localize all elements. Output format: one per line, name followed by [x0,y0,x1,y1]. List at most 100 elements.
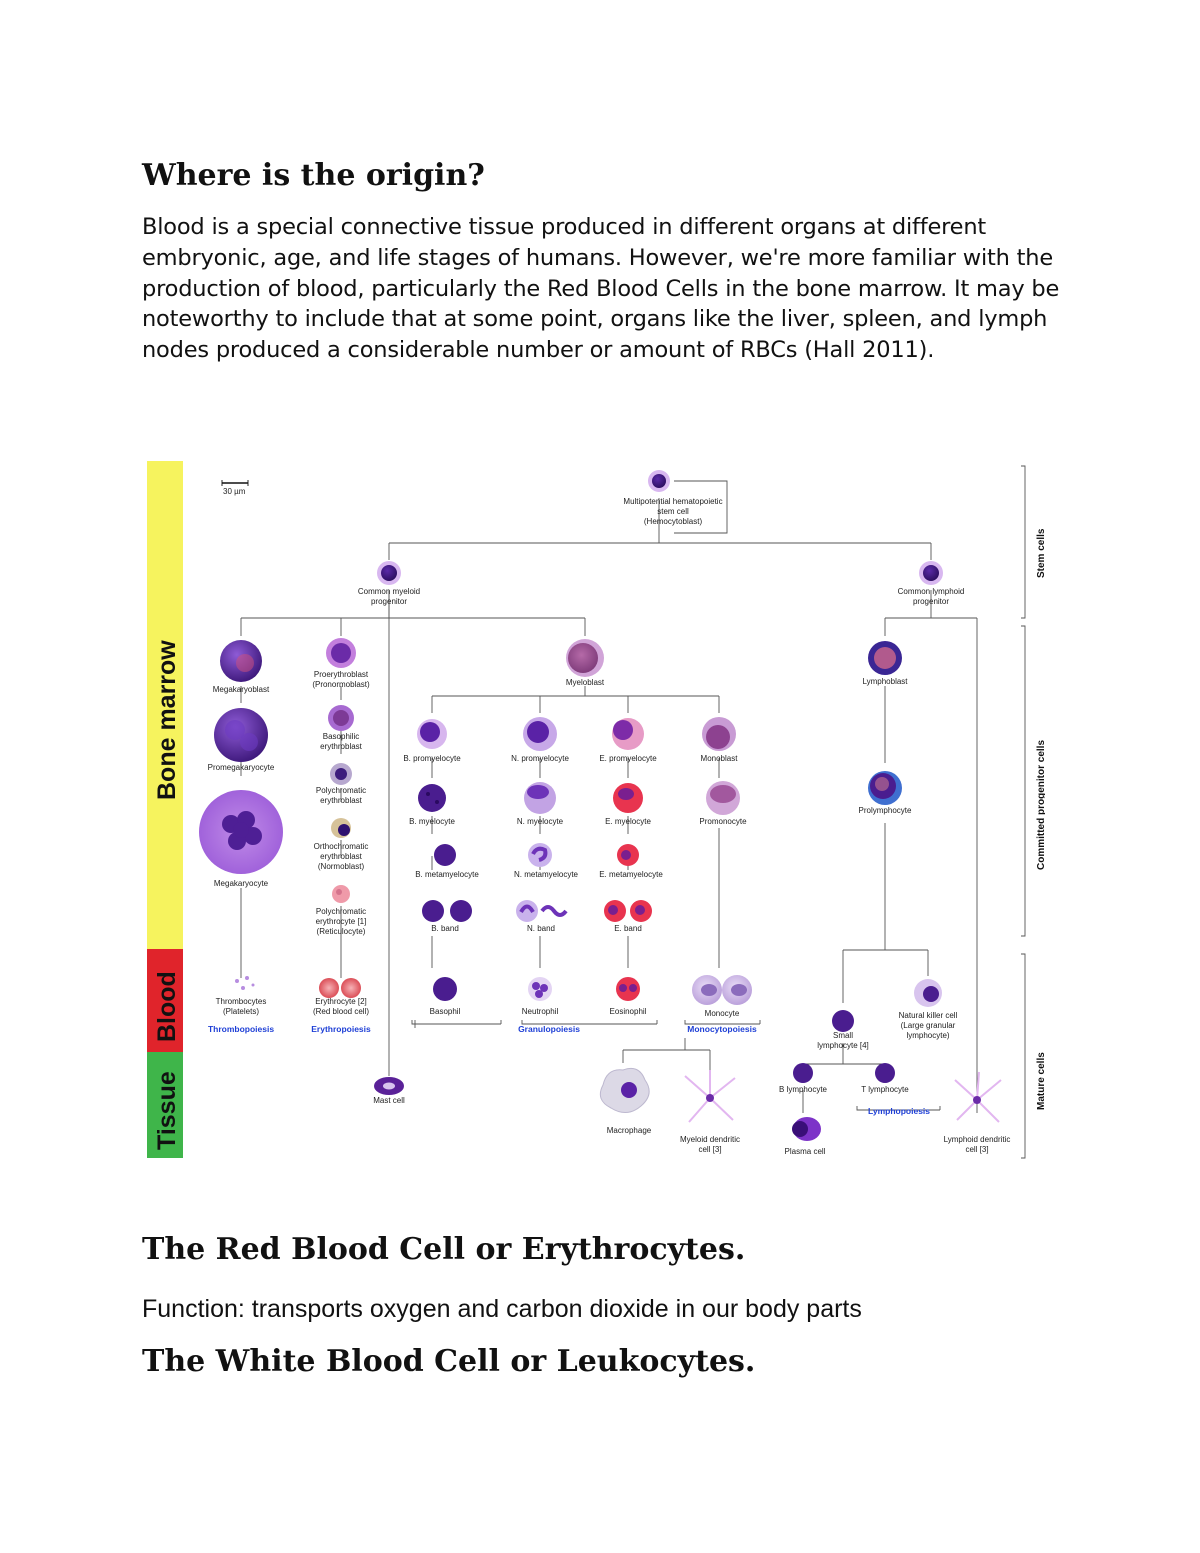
megakaryocyte: Megakaryocyte [199,790,283,888]
b-promyelocyte: B. promyelocyte [403,719,461,763]
basophilic-label-2: erythroblast [320,742,363,751]
band-tissue [147,1052,183,1158]
e-band-label: E. band [614,924,642,933]
plasma-cell: Plasma cell [785,1117,826,1156]
lymphoid-dendritic-cell: Lymphoid dendritic cell [3] [944,1071,1011,1154]
granulopoiesis-label: Granulopoiesis [518,1024,580,1034]
mast-cell: Mast cell [373,1077,405,1105]
heading-origin: Where is the origin? [142,158,485,193]
monoblast: Monoblast [701,717,739,763]
myeloid-label-2: progenitor [371,597,407,606]
orthochromatic-label-1: Orthochromatic [314,842,369,851]
megakaryoblast: Megakaryoblast [213,640,270,694]
prolymphocyte: Prolymphocyte [859,771,912,815]
mast-cell-label: Mast cell [373,1096,405,1105]
reticulocyte-label-3: (Reticulocyte) [317,927,366,936]
monocytes: Monocyte [692,975,752,1018]
e-promyelocyte-label: E. promyelocyte [599,754,657,763]
connectors [240,480,978,1113]
eosinophil: Eosinophil [610,977,647,1016]
lymphoblast-label: Lymphoblast [862,677,908,686]
side-brackets: Stem cells Committed progenitor cells Ma… [1021,465,1045,1159]
n-band-label: N. band [527,924,555,933]
erythrocyte-label-2: (Red blood cell) [313,1007,369,1016]
basophilic-label-1: Basophilic [323,732,359,741]
heading-white-blood-cell: The White Blood Cell or Leukocytes. [142,1344,756,1379]
b-myelocyte: B. myelocyte [409,784,455,826]
label-committed-progenitor-cells: Committed progenitor cells [1036,740,1045,870]
thrombocytes: Thrombocytes (Platelets) [216,976,267,1016]
scale-bar: 30 µm [221,480,249,496]
n-myelocyte-label: N. myelocyte [517,817,564,826]
b-lymphocyte-label: B lymphocyte [779,1085,828,1094]
basophil-label: Basophil [430,1007,461,1016]
lymphoid-dendritic-label-2: cell [3] [965,1145,988,1154]
basophil: Basophil [430,977,461,1016]
b-band: B. band [422,900,472,933]
monocytopoiesis-label: Monocytopoiesis [687,1024,757,1034]
natural-killer-cell: Natural killer cell (Large granular lymp… [899,979,958,1040]
eosinophil-label: Eosinophil [610,1007,647,1016]
thrombopoiesis-label: Thrombopoiesis [208,1024,274,1034]
plasma-cell-label: Plasma cell [785,1147,826,1156]
erythrocyte-label-1: Erythrocyte [2] [315,997,367,1006]
proerythroblast: Proerythroblast (Pronormoblast) [312,638,370,689]
e-myelocyte-label: E. myelocyte [605,817,651,826]
b-band-label: B. band [431,924,459,933]
small-lymphocyte-label-2: lymphocyte [4] [817,1041,869,1050]
promonocyte-label: Promonocyte [699,817,747,826]
myeloid-dendritic-cell: Myeloid dendritic cell [3] [680,1070,740,1154]
nk-label-3: lymphocyte) [906,1031,949,1040]
n-metamyelocyte: N. metamyelocyte [514,843,579,879]
stem-cell-label-1: Multipotential hematopoietic [623,497,722,506]
nk-label-2: (Large granular [901,1021,956,1030]
label-stem-cells: Stem cells [1036,528,1045,578]
b-myelocyte-label: B. myelocyte [409,817,455,826]
lymphopoiesis-label: Lymphopoiesis [868,1106,930,1116]
region-bands: Bone marrow Blood Tissue [147,461,183,1158]
basophilic-erythroblast: Basophilic erythroblast [320,705,363,751]
n-myelocyte: N. myelocyte [517,782,564,826]
nk-label-1: Natural killer cell [899,1011,958,1020]
promegakaryocyte-label: Promegakaryocyte [208,763,275,772]
orthochromatic-label-3: (Normoblast) [318,862,365,871]
b-lymphocyte: B lymphocyte [779,1063,828,1094]
band-blood [147,949,183,1052]
neutrophil-label: Neutrophil [522,1007,559,1016]
n-metamyelocyte-label: N. metamyelocyte [514,870,579,879]
lymphoblast: Lymphoblast [862,641,908,686]
t-lymphocyte-label: T lymphocyte [861,1085,909,1094]
rbc-function-text: Function: transports oxygen and carbon d… [142,1295,862,1323]
b-promyelocyte-label: B. promyelocyte [403,754,461,763]
common-myeloid-progenitor: Common myeloid progenitor [358,561,420,606]
b-metamyelocyte: B. metamyelocyte [415,844,479,879]
small-lymphocyte-label-1: Small [833,1031,853,1040]
b-metamyelocyte-label: B. metamyelocyte [415,870,479,879]
lymphoid-dendritic-label-1: Lymphoid dendritic [944,1135,1011,1144]
neutrophil: Neutrophil [522,977,559,1016]
e-myelocyte: E. myelocyte [605,783,651,826]
band-bone-marrow [147,461,183,949]
polychromatic-label-2: erythroblast [320,796,363,805]
stem-cell: Multipotential hematopoietic stem cell (… [623,470,723,526]
e-band: E. band [604,900,652,933]
reticulocyte: Polychromatic erythrocyte [1] (Reticuloc… [316,885,367,936]
orthochromatic-label-2: erythroblast [320,852,363,861]
myeloblast-label: Myeloblast [566,678,605,687]
stem-cell-label-2: stem cell [657,507,689,516]
macrophage-label: Macrophage [607,1126,652,1135]
lymphoid-label-1: Common lymphoid [898,587,965,596]
monoblast-label: Monoblast [701,754,739,763]
n-promyelocyte: N. promyelocyte [511,717,569,763]
label-tissue: Tissue [153,1071,181,1150]
small-lymphocyte: Small lymphocyte [4] [817,1010,869,1050]
reticulocyte-label-2: erythrocyte [1] [316,917,367,926]
label-blood: Blood [153,971,181,1042]
megakaryocyte-label: Megakaryocyte [214,879,269,888]
thrombocytes-label-1: Thrombocytes [216,997,267,1006]
origin-paragraph: Blood is a special connective tissue pro… [142,214,1060,364]
thrombocytes-label-2: (Platelets) [223,1007,259,1016]
myeloid-dendritic-label-2: cell [3] [698,1145,721,1154]
e-metamyelocyte: E. metamyelocyte [599,844,663,879]
e-metamyelocyte-label: E. metamyelocyte [599,870,663,879]
